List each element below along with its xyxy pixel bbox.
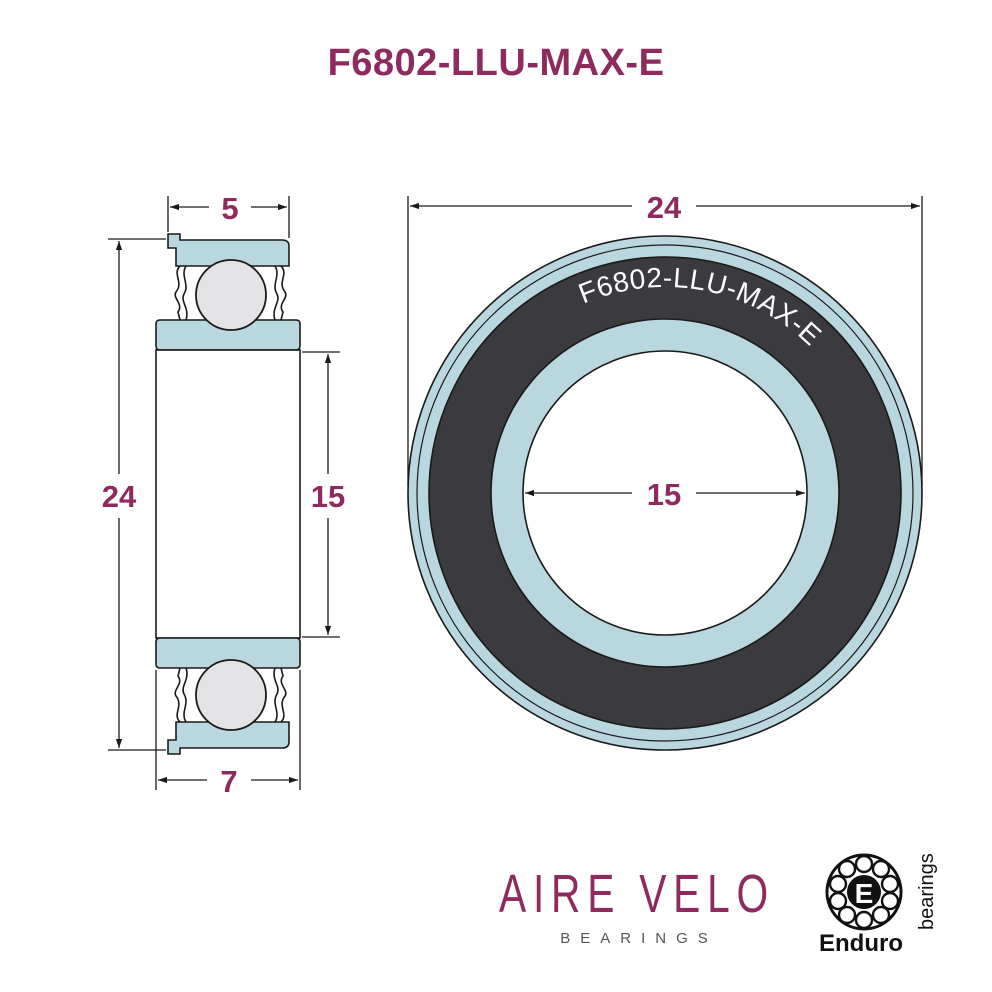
outer-ring-section: [167, 721, 290, 755]
page-title: F6802-LLU-MAX-E: [327, 42, 665, 84]
bottom-cross-section: [155, 637, 301, 755]
front-view: F6802-LLU-MAX-E 24 15: [407, 190, 923, 751]
dim-bore-diameter: 15: [525, 477, 805, 512]
seal-right: [273, 667, 287, 723]
ball: [195, 259, 267, 331]
ball: [195, 659, 267, 731]
dim-outer-height: 24: [102, 238, 166, 751]
enduro-center: [847, 875, 881, 909]
enduro-balls: [828, 854, 900, 930]
side-view: 5 24 15 7: [102, 191, 345, 799]
aire-velo-wordmark: AIRE VELO: [499, 864, 775, 924]
bore-hole: [522, 350, 808, 636]
enduro-logo: E Enduro bearings: [819, 853, 938, 957]
outer-ring-chamfer: [416, 244, 914, 742]
outer-ring-section: [167, 233, 290, 267]
dim-flange-width: 5: [167, 191, 290, 238]
dim-label-total-width: 7: [220, 764, 237, 799]
seal-left: [174, 265, 188, 321]
bore: [155, 349, 301, 639]
seal-right: [273, 265, 287, 321]
dim-label-flange-width: 5: [221, 191, 238, 226]
dim-label-bore-height: 15: [311, 479, 345, 514]
dim-label-bore-diameter: 15: [647, 477, 681, 512]
aire-velo-logo: AIRE VELO BEARINGS: [499, 864, 775, 947]
top-cross-section: [155, 233, 301, 351]
dim-outer-diameter: 24: [407, 190, 923, 486]
enduro-wordmark: Enduro: [819, 930, 903, 957]
aire-velo-sub: BEARINGS: [560, 930, 718, 947]
dim-total-width: 7: [155, 670, 301, 799]
enduro-sub: bearings: [916, 853, 938, 930]
dim-label-outer-diameter: 24: [647, 190, 682, 225]
enduro-mark: E: [855, 878, 874, 909]
dim-label-outer-height: 24: [102, 479, 137, 514]
dim-bore-height: 15: [302, 351, 345, 638]
seal-left: [174, 667, 188, 723]
inner-ring-section: [155, 637, 301, 669]
